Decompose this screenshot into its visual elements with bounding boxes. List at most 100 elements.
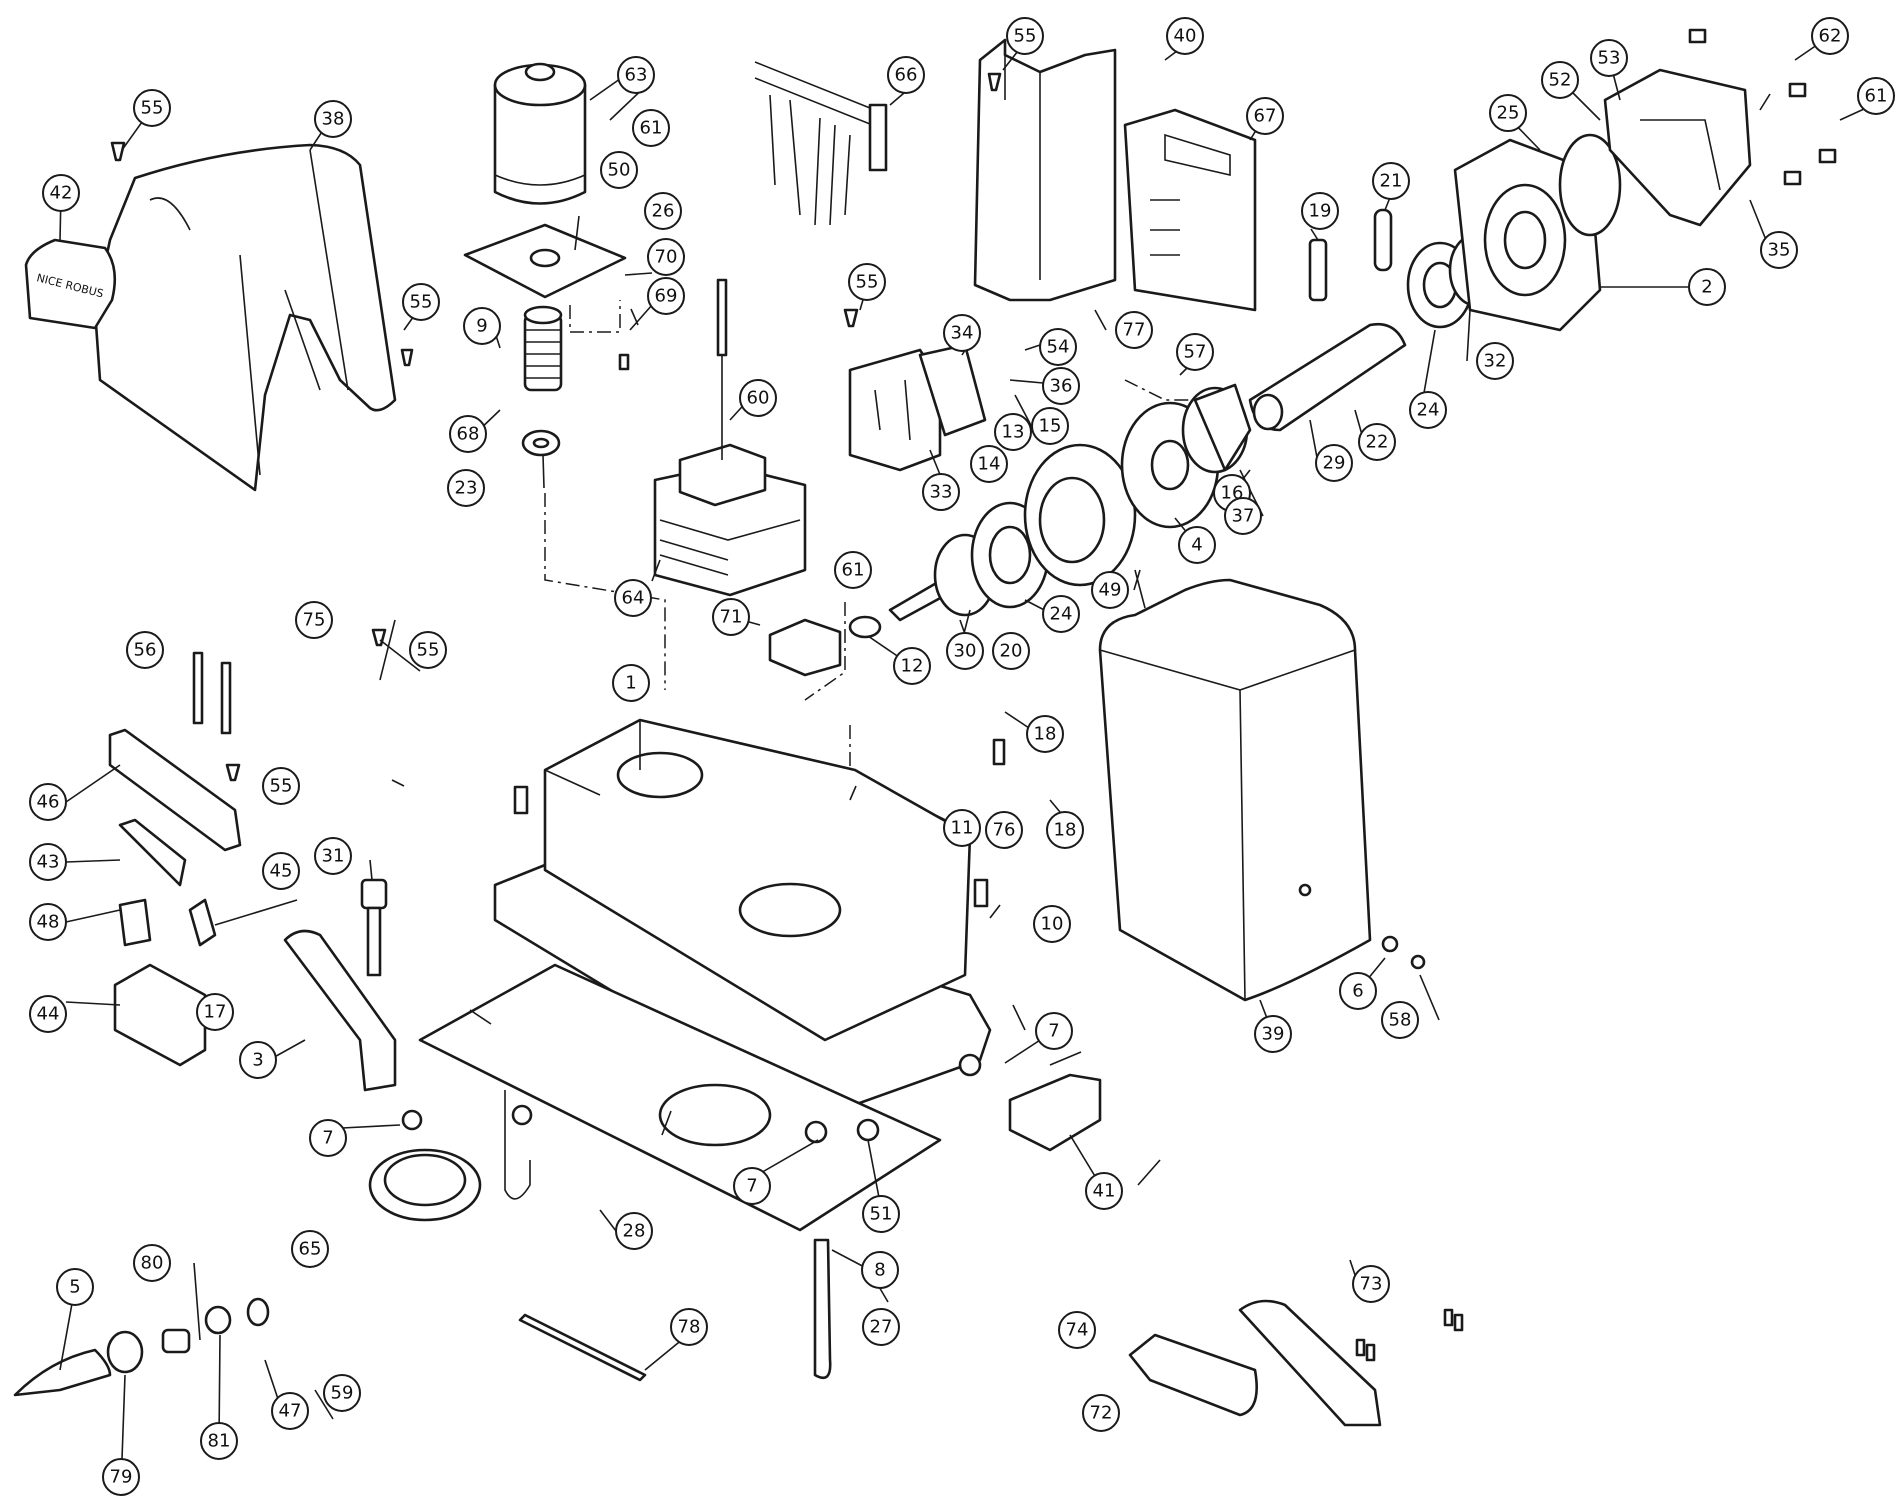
callout-41: 41 xyxy=(1085,1172,1123,1210)
part-78-tie xyxy=(518,1313,647,1382)
part-41-endcap xyxy=(1008,1073,1102,1152)
part-5-key xyxy=(13,1297,270,1397)
svg-text:51: 51 xyxy=(870,1204,893,1225)
svg-text:55: 55 xyxy=(856,272,879,293)
callout-46: 46 xyxy=(29,783,67,821)
callout-64: 64 xyxy=(614,579,652,617)
svg-text:64: 64 xyxy=(622,588,645,609)
callout-50: 50 xyxy=(600,151,638,189)
callout-81: 81 xyxy=(200,1422,238,1460)
svg-text:13: 13 xyxy=(1002,422,1025,443)
fasteners xyxy=(110,28,1837,1362)
callout-38: 38 xyxy=(314,100,352,138)
callout-78: 78 xyxy=(670,1308,708,1346)
callout-67: 67 xyxy=(1246,97,1284,135)
callout-65: 65 xyxy=(291,1230,329,1268)
svg-text:71: 71 xyxy=(720,607,743,628)
svg-text:15: 15 xyxy=(1039,416,1062,437)
callout-53: 53 xyxy=(1590,39,1628,77)
callout-70: 70 xyxy=(647,238,685,276)
callout-11: 11 xyxy=(943,809,981,847)
svg-text:61: 61 xyxy=(640,118,663,139)
callout-20: 20 xyxy=(992,632,1030,670)
callout-7-c: 7 xyxy=(733,1167,771,1205)
callout-74: 74 xyxy=(1058,1311,1096,1349)
svg-text:1: 1 xyxy=(625,673,636,694)
callout-42: 42 xyxy=(42,174,80,212)
svg-text:35: 35 xyxy=(1768,240,1791,261)
callout-10: 10 xyxy=(1033,905,1071,943)
part-19-21-pins xyxy=(1308,208,1393,302)
svg-text:27: 27 xyxy=(870,1317,893,1338)
part-30-shaft xyxy=(848,501,1050,639)
callout-19: 19 xyxy=(1301,192,1339,230)
callout-30: 30 xyxy=(946,632,984,670)
callout-80: 80 xyxy=(133,1244,171,1282)
svg-text:18: 18 xyxy=(1034,724,1057,745)
callout-33: 33 xyxy=(922,473,960,511)
svg-text:77: 77 xyxy=(1123,320,1146,341)
callout-15: 15 xyxy=(1031,407,1069,445)
callout-62: 62 xyxy=(1811,17,1849,55)
svg-text:38: 38 xyxy=(322,109,345,130)
svg-text:40: 40 xyxy=(1174,26,1197,47)
callout-4: 4 xyxy=(1178,526,1216,564)
callout-56: 56 xyxy=(126,631,164,669)
svg-text:22: 22 xyxy=(1366,432,1389,453)
svg-text:20: 20 xyxy=(1000,641,1023,662)
callout-75: 75 xyxy=(295,601,333,639)
part-64-transformer xyxy=(653,292,807,597)
part-29-shaft xyxy=(1248,322,1407,432)
callout-66: 66 xyxy=(887,56,925,94)
svg-text:80: 80 xyxy=(141,1253,164,1274)
svg-text:41: 41 xyxy=(1093,1181,1116,1202)
callout-72: 72 xyxy=(1082,1394,1120,1432)
svg-text:60: 60 xyxy=(747,388,770,409)
callout-24-a: 24 xyxy=(1042,595,1080,633)
callout-55-e: 55 xyxy=(409,631,447,669)
svg-text:29: 29 xyxy=(1323,453,1346,474)
part-27-tube xyxy=(813,1238,832,1380)
svg-text:48: 48 xyxy=(37,912,60,933)
svg-text:55: 55 xyxy=(141,98,164,119)
svg-text:17: 17 xyxy=(204,1002,227,1023)
svg-text:76: 76 xyxy=(993,820,1016,841)
callout-31: 31 xyxy=(314,837,352,875)
svg-text:31: 31 xyxy=(322,846,345,867)
svg-text:32: 32 xyxy=(1484,351,1507,372)
svg-text:14: 14 xyxy=(978,454,1001,475)
svg-text:73: 73 xyxy=(1360,1274,1383,1295)
part-72-73-rails xyxy=(1128,1299,1382,1427)
svg-text:26: 26 xyxy=(652,201,675,222)
callout-79: 79 xyxy=(102,1458,140,1496)
svg-text:21: 21 xyxy=(1380,171,1403,192)
svg-text:46: 46 xyxy=(37,792,60,813)
callout-26: 26 xyxy=(644,192,682,230)
callout-55-c: 55 xyxy=(133,89,171,127)
callout-45: 45 xyxy=(262,852,300,890)
svg-text:33: 33 xyxy=(930,482,953,503)
part-1-base xyxy=(493,718,992,1112)
svg-text:49: 49 xyxy=(1099,580,1122,601)
svg-text:66: 66 xyxy=(895,65,918,86)
svg-text:72: 72 xyxy=(1090,1403,1113,1424)
svg-text:4: 4 xyxy=(1191,535,1202,556)
svg-text:70: 70 xyxy=(655,247,678,268)
svg-text:67: 67 xyxy=(1254,106,1277,127)
callout-2: 2 xyxy=(1688,268,1726,306)
callout-77: 77 xyxy=(1115,311,1153,349)
svg-text:2: 2 xyxy=(1701,277,1712,298)
callout-71: 71 xyxy=(712,598,750,636)
part-67-board xyxy=(1123,108,1257,312)
svg-text:25: 25 xyxy=(1497,103,1520,124)
part-39-housing xyxy=(1098,578,1372,1002)
svg-text:55: 55 xyxy=(417,640,440,661)
svg-text:56: 56 xyxy=(134,640,157,661)
callout-58: 58 xyxy=(1381,1001,1419,1039)
callout-7-a: 7 xyxy=(1035,1012,1073,1050)
svg-text:54: 54 xyxy=(1047,337,1070,358)
callout-17: 17 xyxy=(196,993,234,1031)
callout-52: 52 xyxy=(1541,61,1579,99)
callout-61-b: 61 xyxy=(834,551,872,589)
